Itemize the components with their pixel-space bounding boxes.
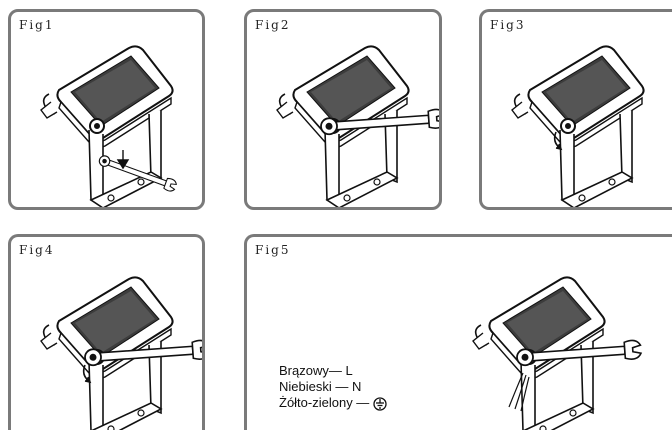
rotation-arrow-icon: [553, 131, 563, 151]
figure-panel-5: Fig5 Brązowy— L Niebieski — N Żółto-ziel…: [244, 234, 672, 430]
wire-yellow-green-row: Żółto-zielony —: [279, 395, 387, 411]
figure-panel-2: Fig2: [244, 9, 442, 210]
figure-panel-3: Fig3: [479, 9, 672, 210]
floodlight-illustration: [40, 45, 179, 207]
figure-panel-1: Fig1: [8, 9, 205, 210]
wire-blue-label: Niebieski — N: [279, 379, 362, 394]
wiring-legend: Brązowy— L Niebieski — N Żółto-zielony —: [279, 363, 387, 411]
figure-label: Fig3: [490, 18, 526, 32]
floodlight-illustration: [276, 45, 439, 207]
floodlight-illustration: [472, 276, 643, 430]
figure-label: Fig5: [255, 243, 291, 257]
figure-label: Fig1: [19, 18, 55, 32]
figure-label: Fig2: [255, 18, 291, 32]
wire-yellow-green-label: Żółto-zielony —: [279, 395, 370, 410]
arrow-down-icon: [116, 150, 130, 170]
floodlight-illustration: [40, 276, 202, 430]
wire-brown-label: Brązowy— L: [279, 363, 353, 378]
figure-label: Fig4: [19, 243, 55, 257]
power-cable: [508, 372, 530, 412]
rotation-arrow-icon: [82, 364, 92, 384]
figure-panel-4: Fig4: [8, 234, 205, 430]
floodlight-illustration: [511, 45, 645, 207]
earth-ground-icon: [373, 396, 387, 411]
